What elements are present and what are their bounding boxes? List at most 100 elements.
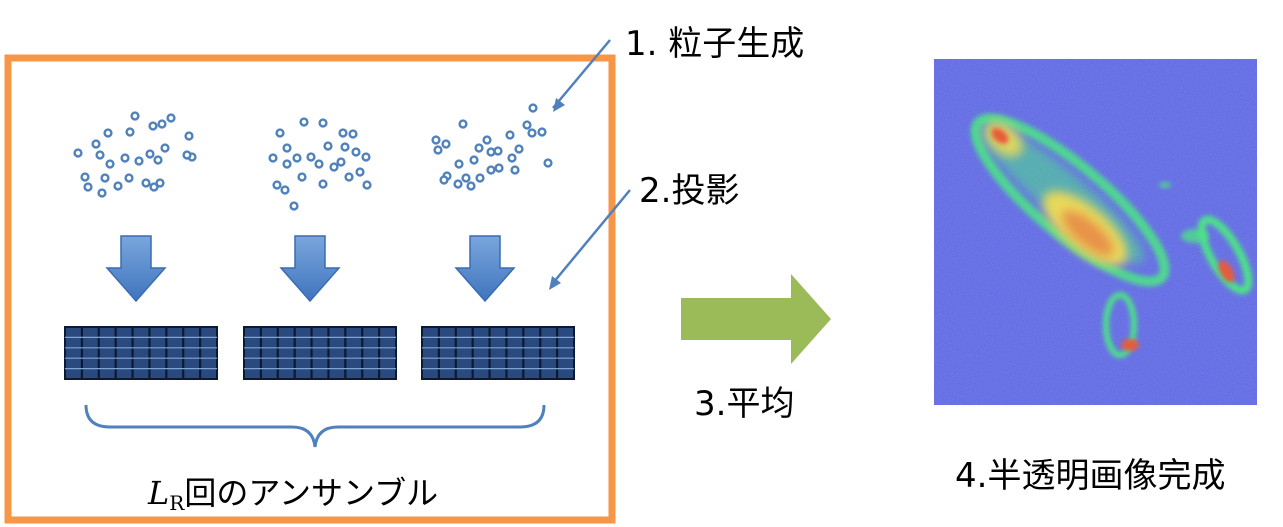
particle-dot xyxy=(458,119,468,129)
particle-dot xyxy=(338,128,348,138)
particle-dot xyxy=(80,172,90,182)
ensemble-frame xyxy=(4,54,616,524)
callout-line-step1 xyxy=(552,39,611,109)
particle-dot xyxy=(433,145,443,155)
particle-dot xyxy=(280,185,290,195)
particle-dot xyxy=(125,127,135,137)
particle-dot xyxy=(297,172,307,182)
detector-grid-icon xyxy=(243,326,397,380)
projection-arrows xyxy=(105,235,516,303)
particle-dot xyxy=(134,156,144,166)
particle-dot xyxy=(355,167,365,177)
callout-line-step2 xyxy=(552,189,631,284)
grid-body xyxy=(243,326,397,380)
particle-dot xyxy=(454,159,464,169)
particle-dot xyxy=(514,144,524,154)
particle-dot xyxy=(329,162,339,172)
particle-dot xyxy=(306,152,316,162)
particle-dot xyxy=(157,119,167,129)
detector-grid-icon xyxy=(421,326,575,380)
ensemble-brace xyxy=(84,404,546,448)
particle-dot xyxy=(351,147,361,157)
particle-dot xyxy=(314,159,324,169)
particle-dot xyxy=(100,173,110,183)
particle-dot xyxy=(494,163,504,173)
particle-dot xyxy=(155,178,165,188)
particle-dot xyxy=(340,142,350,152)
right-arrow-icon xyxy=(681,274,831,364)
ensemble-label: LR回のアンサンブル xyxy=(148,468,438,515)
grid-body xyxy=(64,326,218,380)
result-image xyxy=(934,59,1257,405)
particle-dot xyxy=(493,146,503,156)
particle-dot xyxy=(166,113,176,123)
particle-dot xyxy=(95,150,105,160)
particle-dot xyxy=(97,188,107,198)
particle-dot xyxy=(431,135,441,145)
step1-label: 1. 粒子生成 xyxy=(625,24,805,64)
particle-dot xyxy=(141,178,151,188)
particle-dot xyxy=(439,175,449,185)
particle-dot xyxy=(469,155,479,165)
particle-dot xyxy=(507,153,517,163)
grid-body xyxy=(421,326,575,380)
particle-clouds xyxy=(73,103,553,211)
callout-arrowhead-step1 xyxy=(553,98,565,112)
particle-dot xyxy=(323,141,333,151)
particle-dot xyxy=(113,181,123,191)
particle-dot xyxy=(292,153,302,163)
particle-dot xyxy=(474,143,484,153)
particle-dot xyxy=(486,147,496,157)
particle-dot xyxy=(510,165,520,175)
particle-dot xyxy=(466,181,476,191)
particle-dot xyxy=(543,158,553,168)
down-arrow-icon xyxy=(279,235,341,303)
particle-dot xyxy=(120,153,130,163)
particle-dot xyxy=(268,153,278,163)
particle-cloud-icon xyxy=(431,103,553,191)
particle-dot xyxy=(103,128,113,138)
ensemble-symbol: L xyxy=(148,474,170,512)
particle-dot xyxy=(73,148,83,158)
particle-dot xyxy=(344,172,354,182)
particle-dot xyxy=(348,129,358,139)
particle-dot xyxy=(282,159,292,169)
particle-dot xyxy=(537,127,547,137)
down-arrow-icon xyxy=(105,235,167,303)
particle-cloud-icon xyxy=(268,117,372,211)
particle-dot xyxy=(153,155,163,165)
particle-dot xyxy=(130,111,140,121)
particle-dot xyxy=(184,131,194,141)
step2-label: 2.投影 xyxy=(639,171,740,211)
down-arrow-icon xyxy=(454,235,516,303)
particle-dot xyxy=(461,173,471,183)
particle-dot xyxy=(275,128,285,138)
particle-dot xyxy=(441,139,451,149)
particle-dot xyxy=(475,173,485,183)
particle-dot xyxy=(182,150,192,160)
particle-dot xyxy=(482,135,492,145)
step3-label: 3.平均 xyxy=(694,384,795,424)
particle-dot xyxy=(160,143,170,153)
particle-dot xyxy=(289,201,299,211)
particle-dot xyxy=(528,103,538,113)
particle-dot xyxy=(336,157,346,167)
particle-dot xyxy=(486,165,496,175)
detector-grid-icon xyxy=(64,326,218,380)
particle-dot xyxy=(362,180,372,190)
particle-dot xyxy=(505,130,515,140)
particle-cloud-icon xyxy=(73,111,197,198)
particle-dot xyxy=(318,179,328,189)
particle-dot xyxy=(149,182,159,192)
ensemble-subscript: R xyxy=(169,491,185,515)
callout-arrowhead-step2 xyxy=(549,276,561,290)
particle-dot xyxy=(105,159,115,169)
particle-dot xyxy=(453,179,463,189)
detector-grids xyxy=(64,326,575,380)
particle-dot xyxy=(318,118,328,128)
particle-dot xyxy=(145,149,155,159)
step4-label: 4.半透明画像完成 xyxy=(955,456,1226,496)
particle-dot xyxy=(272,180,282,190)
particle-dot xyxy=(282,143,292,153)
